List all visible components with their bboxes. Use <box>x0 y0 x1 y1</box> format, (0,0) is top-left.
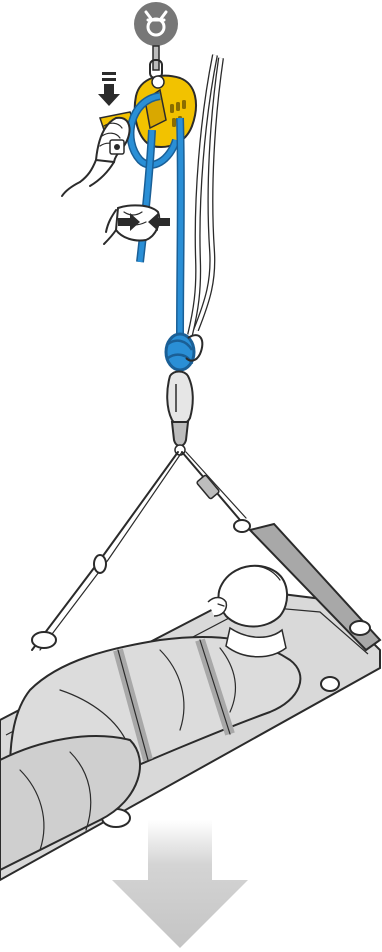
upper-hand <box>62 118 130 196</box>
carabiner-upper <box>167 372 193 425</box>
anchor-point-icon <box>134 2 178 46</box>
casualty-legs <box>0 736 140 870</box>
swivel-connector <box>172 422 188 455</box>
descender-device <box>135 76 196 147</box>
rope-knot <box>166 334 202 370</box>
press-down-arrow-icon <box>98 72 120 106</box>
lowering-direction-arrow-icon <box>112 820 248 948</box>
anchor-sling <box>150 46 162 78</box>
